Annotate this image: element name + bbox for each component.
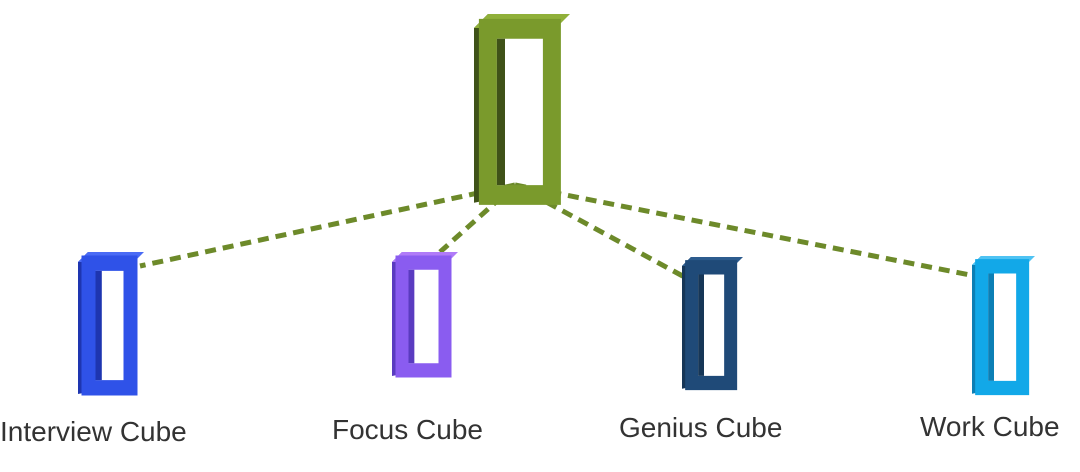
root-cube-hole-shadow [496,38,505,186]
root-cube [474,14,570,205]
work-cube-label: Work Cube [920,411,1060,442]
genius-cube-shape [682,257,743,391]
connector-genius [513,182,692,283]
focus-cube-shape [392,252,458,378]
work-cube-shape [972,256,1035,396]
connector-interview [139,182,516,269]
work-cube-front-face [975,259,1030,396]
connector-work [514,182,981,280]
focus-cube-front-face [395,255,452,378]
genius-cube-front-face [685,260,738,391]
focus-cube-hole-shadow [408,269,415,364]
interview-cube-shape [78,252,144,396]
genius-cube-label: Genius Cube [619,412,783,443]
interview-cube-label: Interview Cube [0,416,187,447]
root-cube-front-face [478,18,561,205]
connector-lines [139,182,981,283]
work-cube-hole-shadow [988,273,994,381]
interview-cube-front-face [81,255,138,396]
interview-cube-hole-shadow [95,270,102,381]
focus-cube-label: Focus Cube [332,414,483,445]
genius-cube-hole-shadow [698,274,704,376]
